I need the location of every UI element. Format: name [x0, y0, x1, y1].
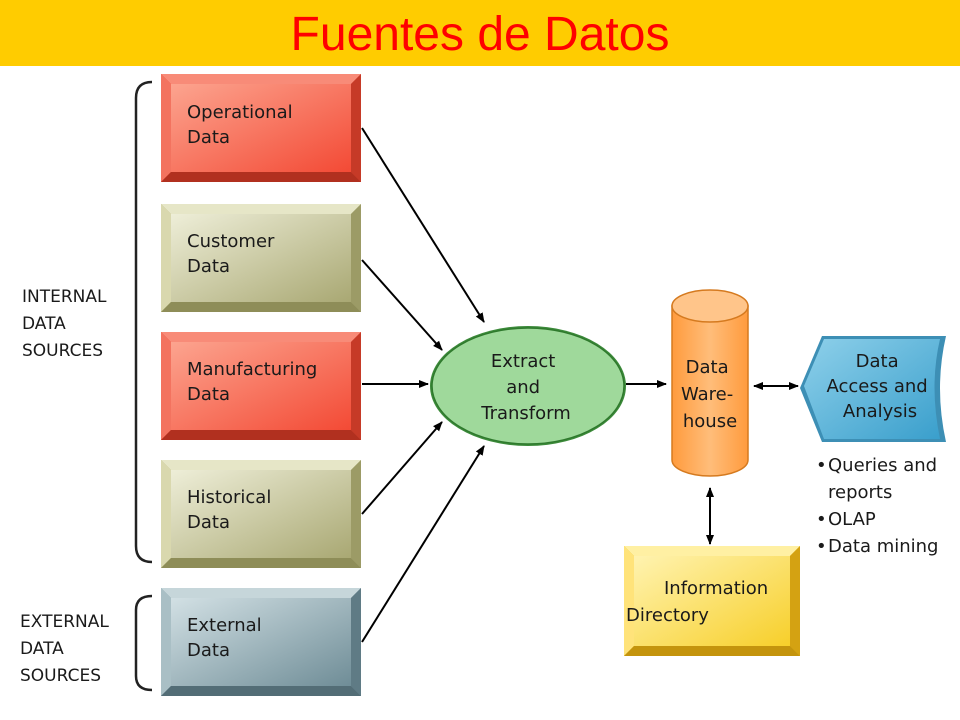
source-external-label: External Data [187, 615, 267, 661]
arrow-operational [361, 127, 485, 323]
bullet-queries-reports: • Queries and reports [816, 455, 943, 503]
bullet-olap: • OLAP [816, 509, 876, 530]
arrow-external [361, 445, 485, 643]
source-customer-data: Customer Data [161, 204, 361, 312]
source-customer-label: Customer Data [187, 231, 280, 277]
external-sources-label: EXTERNAL DATA SOURCES [20, 612, 114, 686]
bullet-data-mining: • Data mining [816, 536, 938, 557]
arrow-historical [361, 421, 443, 515]
information-directory: Information Directory [624, 546, 800, 656]
information-directory-label: Information Directory [626, 578, 774, 626]
data-access-label: Data Access and Analysis [827, 351, 934, 422]
source-historical-label: Historical Data [187, 487, 277, 533]
access-bullets: • Queries and reports • OLAP • Data mini… [816, 455, 943, 557]
external-bracket [134, 594, 153, 692]
data-warehouse-label: Data Ware- house [681, 357, 739, 432]
source-external-data: External Data [161, 588, 361, 696]
source-operational-label: Operational Data [187, 102, 298, 148]
source-manufacturing-label: Manufacturing Data [187, 359, 323, 405]
extract-transform-process: Extract and Transform [430, 326, 626, 446]
arrow-customer [361, 259, 443, 351]
extract-transform-label: Extract and Transform [480, 351, 571, 424]
source-operational-data: Operational Data [161, 74, 361, 182]
source-manufacturing-data: Manufacturing Data [161, 332, 361, 440]
internal-bracket [134, 80, 153, 564]
internal-sources-label: INTERNAL DATA SOURCES [22, 287, 112, 361]
title-bar [0, 0, 960, 66]
data-access-analysis: Data Access and Analysis [800, 336, 946, 442]
data-warehouse-cylinder: Data Ware- house [671, 289, 749, 477]
page-title: Fuentes de Datos [290, 8, 670, 61]
source-historical-data: Historical Data [161, 460, 361, 568]
